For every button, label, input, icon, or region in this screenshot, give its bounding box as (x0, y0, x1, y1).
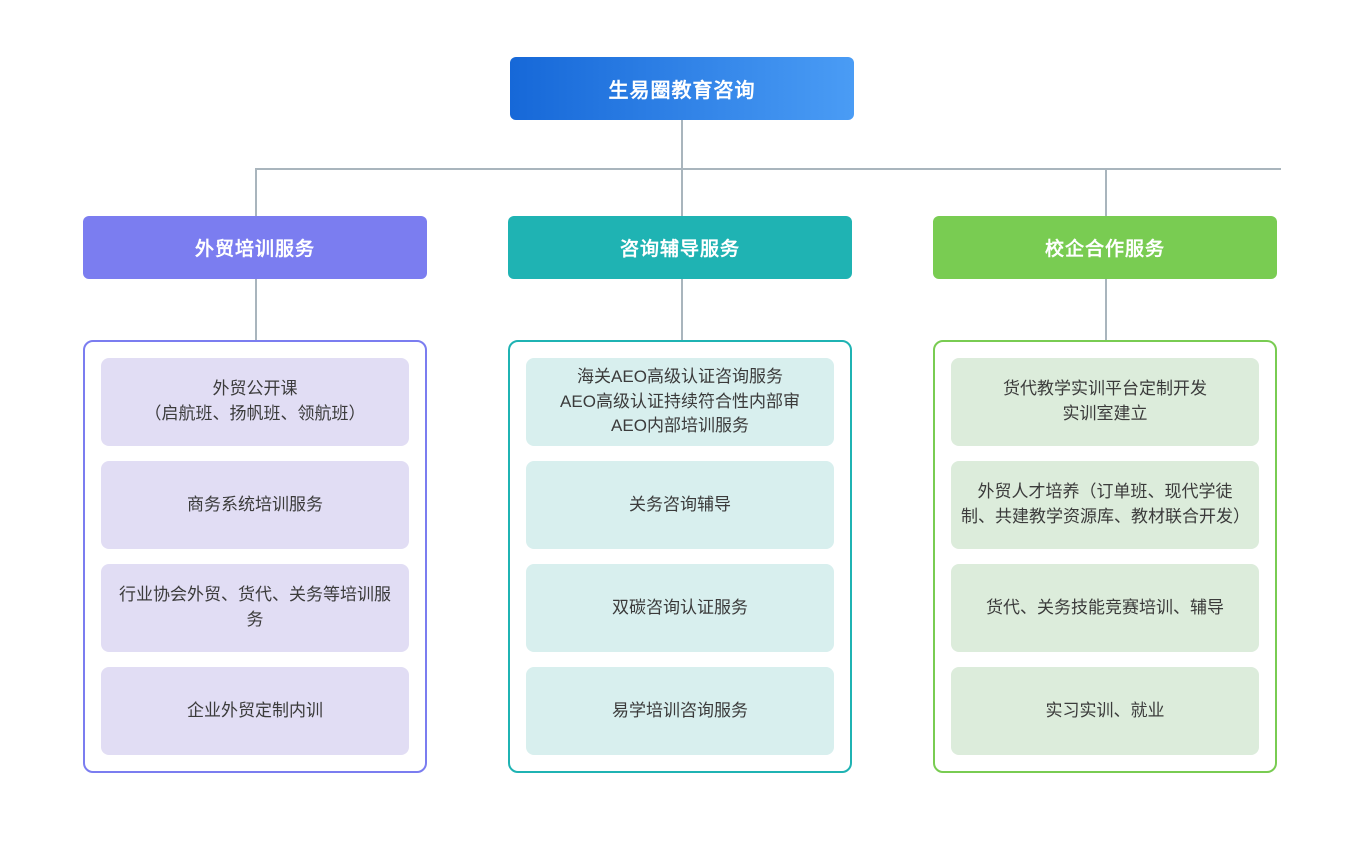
branch-header-2-label: 校企合作服务 (1044, 239, 1165, 260)
branch-header-0-label: 外贸培训服务 (194, 239, 315, 260)
root-node-label: 生易圈教育咨询 (608, 80, 756, 102)
leaf-item[interactable]: 企业外贸定制内训 (101, 667, 409, 755)
branch-header-1[interactable]: 咨询辅导服务 (508, 216, 852, 279)
leaf-item[interactable]: 货代、关务技能竞赛培训、辅导 (951, 564, 1259, 652)
leaf-item[interactable]: 外贸人才培养（订单班、现代学徒制、共建教学资源库、教材联合开发） (951, 461, 1259, 549)
leaf-item[interactable]: 外贸公开课 （启航班、扬帆班、领航班） (101, 358, 409, 446)
connector-branch-1-to-box (681, 279, 683, 341)
leaf-item[interactable]: 行业协会外贸、货代、关务等培训服务 (101, 564, 409, 652)
connector-bus (255, 168, 1281, 170)
leaf-item[interactable]: 双碳咨询认证服务 (526, 564, 834, 652)
branch-box-0: 外贸公开课 （启航班、扬帆班、领航班） 商务系统培训服务 行业协会外贸、货代、关… (83, 340, 427, 773)
connector-branch-2-to-box (1105, 279, 1107, 341)
leaf-item[interactable]: 易学培训咨询服务 (526, 667, 834, 755)
branch-box-2: 货代教学实训平台定制开发 实训室建立 外贸人才培养（订单班、现代学徒制、共建教学… (933, 340, 1277, 773)
leaf-item[interactable]: 商务系统培训服务 (101, 461, 409, 549)
branch-header-0[interactable]: 外贸培训服务 (83, 216, 427, 279)
root-node-生易圈教育咨询[interactable]: 生易圈教育咨询 (510, 57, 854, 120)
connector-branch-0-down (255, 168, 257, 217)
leaf-item[interactable]: 实习实训、就业 (951, 667, 1259, 755)
leaf-item[interactable]: 货代教学实训平台定制开发 实训室建立 (951, 358, 1259, 446)
branch-box-1: 海关AEO高级认证咨询服务 AEO高级认证持续符合性内部审 AEO内部培训服务 … (508, 340, 852, 773)
connector-branch-0-to-box (255, 279, 257, 341)
branch-header-2[interactable]: 校企合作服务 (933, 216, 1277, 279)
connector-branch-1-down (681, 168, 683, 217)
leaf-item[interactable]: 关务咨询辅导 (526, 461, 834, 549)
connector-root-down (681, 120, 683, 169)
leaf-item[interactable]: 海关AEO高级认证咨询服务 AEO高级认证持续符合性内部审 AEO内部培训服务 (526, 358, 834, 446)
branch-header-1-label: 咨询辅导服务 (619, 239, 740, 260)
connector-branch-2-down (1105, 168, 1107, 217)
